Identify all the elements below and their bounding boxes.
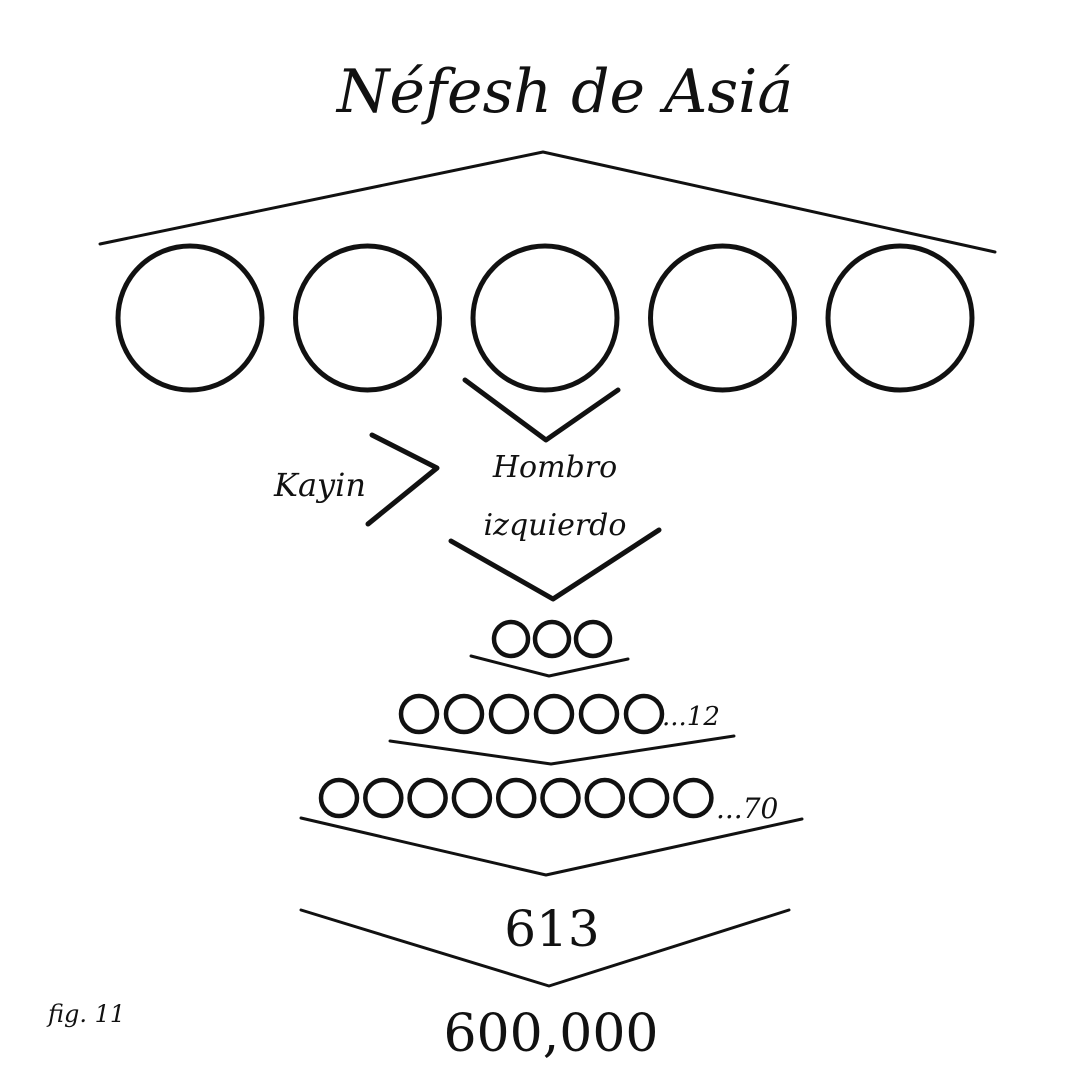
row-seventy-suffix: ...70 xyxy=(716,792,778,825)
row-twelve-circle-3 xyxy=(488,693,530,735)
big-circle-2 xyxy=(293,243,442,393)
row-seventy-circle-7 xyxy=(584,777,626,819)
row-seventy-circle-1 xyxy=(318,777,360,819)
row-twelve-circle-5 xyxy=(578,693,620,735)
row-twelve-circle-2 xyxy=(443,693,485,735)
number-600000: 600,000 xyxy=(443,1004,658,1064)
row-seventy-chevron xyxy=(299,816,804,877)
shoulder-chevron xyxy=(448,527,662,602)
diagram-title: Néfesh de Asiá xyxy=(335,57,793,127)
big-circle-3 xyxy=(470,243,620,393)
bottom-chevron xyxy=(299,908,791,988)
row-three-circle-1 xyxy=(491,619,531,659)
middle-chevron xyxy=(462,377,621,443)
row-twelve-circle-1 xyxy=(398,693,440,735)
row-three-circle-3 xyxy=(573,619,613,659)
row-twelve-circles xyxy=(398,693,665,735)
row-seventy-circles xyxy=(318,777,714,819)
row-twelve-suffix: ...12 xyxy=(662,702,720,732)
row-seventy-circle-5 xyxy=(495,777,537,819)
row-seventy-circle-9 xyxy=(673,777,714,819)
kayin-label: Kayin xyxy=(273,466,366,504)
big-circle-4 xyxy=(648,243,797,393)
row-seventy-circle-2 xyxy=(363,777,404,819)
figure-label: fig. 11 xyxy=(46,1000,125,1028)
row-seventy-circle-6 xyxy=(540,777,581,819)
row-twelve-circle-4 xyxy=(533,693,575,735)
row-twelve-circle-6 xyxy=(623,693,665,735)
row-three-chevron xyxy=(469,654,630,678)
shoulder-label-line2: izquierdo xyxy=(484,508,627,543)
row-three-circles xyxy=(491,619,613,659)
shoulder-label-line1: Hombro xyxy=(492,450,617,485)
top-roof-line xyxy=(98,150,997,254)
big-circle-5 xyxy=(825,243,975,393)
big-circle-1 xyxy=(115,243,265,393)
row-seventy-circle-8 xyxy=(628,777,670,819)
number-613: 613 xyxy=(504,900,599,958)
kayin-arrow xyxy=(365,432,440,527)
row-seventy-circle-4 xyxy=(451,777,493,819)
row-seventy-circle-3 xyxy=(407,777,448,819)
row-three-circle-2 xyxy=(532,619,572,659)
row-twelve-chevron xyxy=(388,734,736,766)
big-circles-row xyxy=(115,243,975,393)
